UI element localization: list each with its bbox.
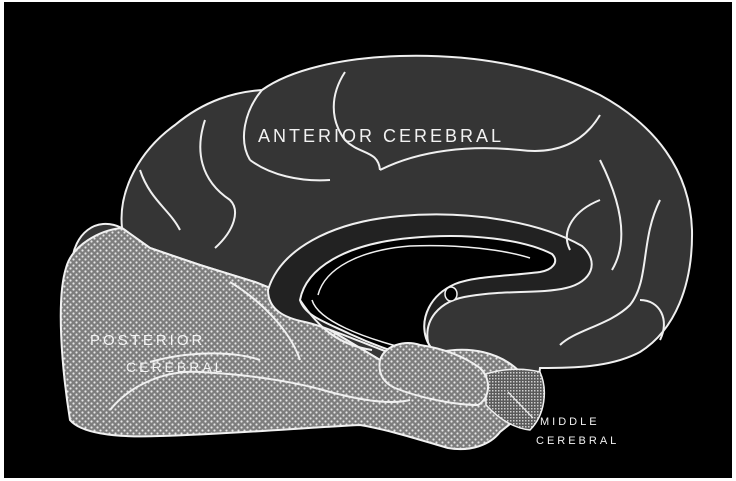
interventricular-foramen bbox=[445, 287, 457, 301]
label-posterior-cerebral-line2: CEREBRAL bbox=[126, 359, 225, 375]
label-middle-cerebral-line2: CEREBRAL bbox=[536, 435, 619, 447]
label-anterior-cerebral: ANTERIOR CEREBRAL bbox=[258, 126, 504, 146]
label-posterior-cerebral-line1: POSTERIOR bbox=[90, 332, 205, 349]
label-middle-cerebral-line1: MIDDLE bbox=[540, 416, 600, 428]
